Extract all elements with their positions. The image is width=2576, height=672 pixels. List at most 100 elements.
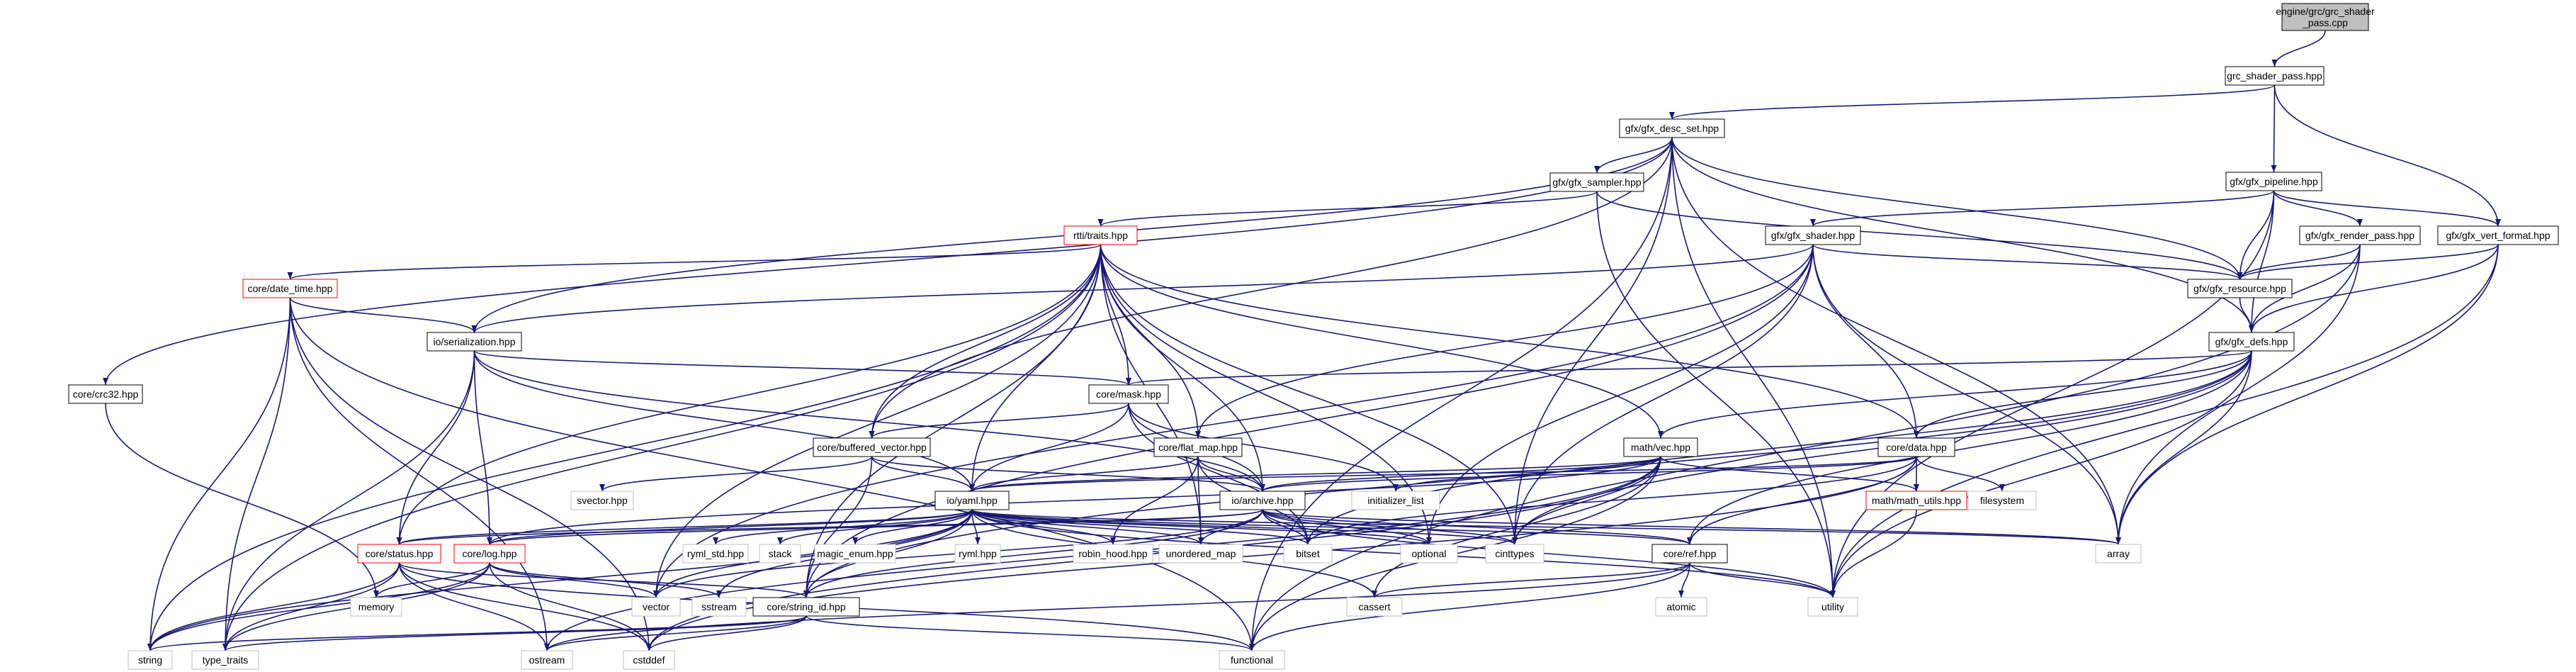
node-core-ref[interactable]: core/ref.hpp: [1651, 544, 1728, 564]
edge-line: [396, 509, 973, 545]
node-core-string-id[interactable]: core/string_id.hpp: [752, 597, 860, 617]
node-gfx-defs[interactable]: gfx/gfx_defs.hpp: [2208, 332, 2295, 352]
edge-gfx_shader-to-vector: [653, 244, 1814, 598]
edge-line: [373, 562, 490, 598]
node-math-vec[interactable]: math/vec.hpp: [1623, 437, 1698, 457]
edge-line: [1914, 350, 2252, 439]
edge-io_yaml-to-optional: [971, 509, 1432, 545]
edge-rtti_traits-to-io_yaml: [969, 244, 1102, 492]
edge-core_status-to-string: [147, 562, 400, 651]
node-gfx-pipeline[interactable]: gfx/gfx_pipeline.hpp: [2225, 172, 2322, 191]
node-core-data[interactable]: core/data.hpp: [1877, 437, 1955, 457]
edge-gfx_vert_format-to-array: [2115, 244, 2499, 545]
node-gfx-resource[interactable]: gfx/gfx_resource.hpp: [2187, 279, 2293, 298]
node-box: [814, 544, 896, 564]
node-core-crc32[interactable]: core/crc32.hpp: [68, 384, 143, 404]
edge-line: [222, 244, 1102, 651]
edge-core_date_time-to-string: [147, 297, 291, 651]
edge-line: [971, 509, 1518, 545]
node-box: [68, 384, 143, 404]
edge-core_data-to-filesystem: [1916, 456, 2005, 492]
edge-io_archive-to-array: [1262, 509, 2121, 545]
node-box: [934, 491, 1010, 510]
node-box: [128, 650, 173, 670]
edge-io_yaml-to-string: [147, 509, 973, 651]
edge-gfx_desc_set-to-utility: [1671, 137, 1836, 598]
edge-line: [646, 615, 807, 651]
edge-line: [1671, 137, 2243, 280]
edge-gfx_defs-to-array: [2115, 350, 2252, 545]
node-label: ryml.hpp: [959, 548, 997, 559]
node-rtti-traits[interactable]: rtti/traits.hpp: [1063, 225, 1138, 245]
node-io-serialization[interactable]: io/serialization.hpp: [426, 332, 522, 352]
node-box: [1219, 650, 1285, 670]
edge-line: [969, 456, 1917, 492]
node-io-yaml[interactable]: io/yaml.hpp: [934, 491, 1010, 510]
node-box: [453, 544, 526, 564]
edge-gfx_vert_format-to-utility: [1830, 244, 2499, 598]
node-core-status[interactable]: core/status.hpp: [357, 544, 441, 564]
edge-io_archive-to-cinttypes: [1262, 509, 1518, 545]
edge-io_yaml-to-core_status: [396, 509, 973, 545]
edge-line: [2273, 84, 2501, 227]
node-root[interactable]: engine/grc/grc_shader_pass.cpp: [2276, 3, 2375, 31]
edge-line: [1305, 350, 2252, 545]
edge-gfx_render_pass-to-gfx_defs: [2249, 244, 2361, 333]
node-robin-hood: robin_hood.hpp: [1073, 544, 1153, 564]
node-grc-shader-pass[interactable]: grc_shader_pass.hpp: [2225, 66, 2324, 86]
node-label: utility: [1821, 601, 1844, 612]
edge-io_archive-to-core_ref: [1262, 509, 1693, 545]
node-box: [631, 597, 681, 617]
node-label: optional: [1411, 548, 1446, 559]
edge-line: [1596, 191, 2243, 280]
node-box: [357, 544, 441, 564]
edge-gfx_pipeline-to-gfx_resource: [2237, 190, 2275, 280]
node-math-utils[interactable]: math/math_utils.hpp: [1865, 491, 1967, 510]
node-gfx-sampler[interactable]: gfx/gfx_sampler.hpp: [1549, 172, 1644, 192]
node-box: [1063, 225, 1138, 245]
node-box: [1485, 544, 1544, 564]
edge-line: [971, 509, 981, 545]
edge-line: [971, 509, 1311, 545]
edge-io_archive-to-core_log: [487, 509, 1263, 545]
edge-line: [289, 297, 1255, 651]
edge-line: [1678, 562, 1690, 598]
edge-line: [2237, 190, 2275, 280]
node-core-log[interactable]: core/log.hpp: [453, 544, 526, 564]
edge-gfx_shader-to-core_string_id: [803, 244, 1814, 598]
edge-line: [2249, 244, 2361, 333]
node-io-archive[interactable]: io/archive.hpp: [1219, 491, 1306, 510]
node-label: core/string_id.hpp: [767, 601, 846, 612]
edge-core_ref-to-atomic: [1678, 562, 1690, 598]
edge-io_yaml-to-unordered_map: [971, 509, 1204, 545]
edge-line: [969, 403, 1129, 492]
edge-core_date_time-to-cstddef: [289, 297, 652, 651]
edge-io_yaml-to-magic_enum: [852, 509, 973, 545]
node-core-date-time[interactable]: core/date_time.hpp: [242, 279, 338, 298]
edge-core_mask-to-io_yaml: [969, 403, 1129, 492]
edge-line: [969, 456, 1199, 492]
edge-line: [1830, 509, 1917, 598]
edge-line: [398, 562, 550, 651]
node-gfx-render-pass[interactable]: gfx/gfx_render_pass.hpp: [2299, 225, 2421, 245]
node-gfx-vert-format[interactable]: gfx/gfx_vert_format.hpp: [2437, 225, 2559, 245]
edge-line: [544, 615, 807, 651]
edges-layer: [103, 30, 2501, 651]
node-box: [350, 597, 402, 617]
edge-line: [803, 244, 1814, 598]
node-label: core/log.hpp: [462, 548, 516, 559]
edge-line: [969, 244, 1102, 492]
edge-core_string_id-to-type_traits: [222, 615, 807, 651]
edge-line: [1100, 244, 1518, 545]
edge-line: [2237, 244, 2499, 280]
node-gfx-shader[interactable]: gfx/gfx_shader.hpp: [1765, 225, 1861, 245]
edge-line: [1249, 244, 2361, 651]
node-gfx-desc-set[interactable]: gfx/gfx_desc_set.hpp: [1619, 118, 1725, 138]
node-core-buffered-vector[interactable]: core/buffered_vector.hpp: [813, 437, 931, 457]
edge-core_crc32-to-memory: [105, 403, 379, 598]
edge-gfx_desc_set-to-core_crc32: [103, 137, 1673, 386]
edge-line: [1195, 244, 1814, 439]
node-core-mask[interactable]: core/mask.hpp: [1088, 384, 1169, 404]
node-core-flat-map[interactable]: core/flat_map.hpp: [1153, 437, 1243, 457]
edge-core_string_id-to-functional: [806, 615, 1255, 651]
